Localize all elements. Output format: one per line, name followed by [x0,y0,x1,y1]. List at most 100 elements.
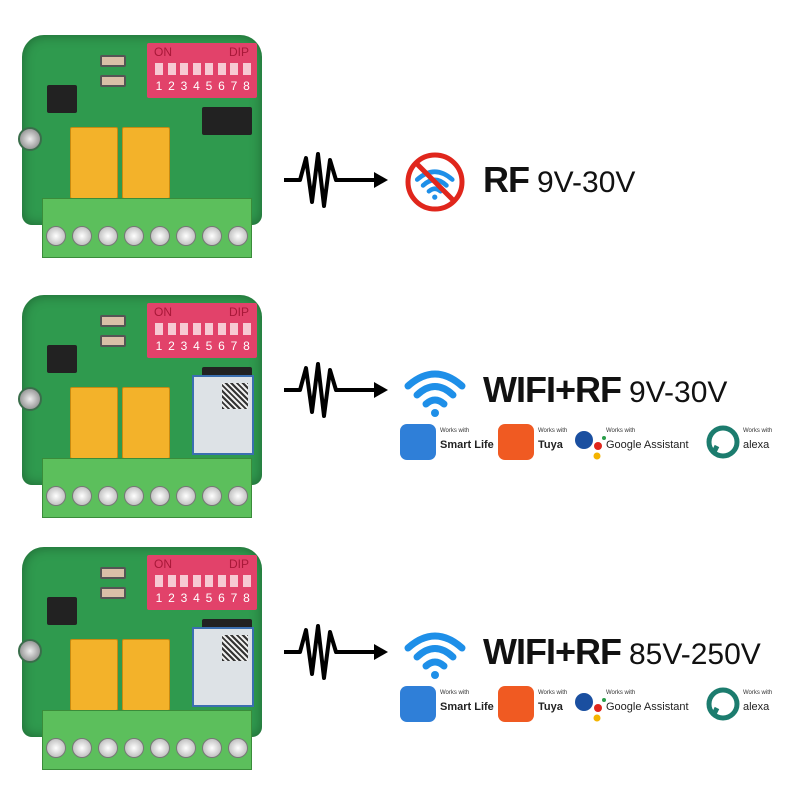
regulator-chip [47,345,77,373]
dip-number: 6 [218,591,225,605]
dip-number: 5 [205,339,213,353]
dip-number: 7 [230,79,238,93]
terminal-screw [150,738,170,758]
tuya-icon [498,686,534,722]
terminal-screw [124,738,144,758]
terminal-screw [46,486,66,506]
screw-terminal [42,710,252,770]
dip-number: 4 [193,339,200,353]
badge-name: Smart Life [440,701,494,713]
works-with-label: Works with [606,690,636,696]
voltage-range: 9V-30V [628,376,728,409]
learn-button-1 [100,315,126,327]
dip-number: 3 [180,339,188,353]
voltage-range: 9V-30V [537,166,636,199]
dip-on-label: ON [154,557,172,571]
wifi-icon [404,632,466,679]
dip-switch-toggle [192,323,201,335]
dip-switch-toggle [205,323,213,335]
rf-signal-arrow-icon [284,152,388,208]
terminal-screw [202,738,222,758]
dip-switch-toggle [205,63,213,75]
wifi-module [192,627,254,707]
dip-switch-toggle [167,63,176,75]
dip-number: 2 [168,591,175,605]
terminal-screw [202,226,222,246]
dip-switch-toggle [242,575,251,587]
dip-switch-toggle [192,63,201,75]
dip-on-label: ON [154,305,172,319]
smart-life-icon [400,424,436,460]
dip-number: 5 [205,591,213,605]
dip-switch-toggle [180,575,188,587]
badge-name: Google Assistant [606,439,689,451]
dip-on-label: ON [154,45,172,59]
relay-1 [70,127,118,199]
tuya-icon [498,424,534,460]
works-with-label: Works with [538,690,568,696]
mcu-chip [202,107,252,135]
works-with-label: Works with [538,428,568,434]
rf-signal-arrow-icon [284,624,388,680]
dip-number: 8 [243,591,250,605]
dip-switch-toggle [155,323,163,335]
terminal-screw [98,738,118,758]
learn-button-1 [100,567,126,579]
terminal-screw [228,486,248,506]
dip-switch-toggle [230,323,238,335]
dip-number: 4 [193,591,200,605]
mode-name: RF [483,159,530,200]
learn-button-2 [100,587,126,599]
works-with-label: Works with [743,428,773,434]
no-wifi-icon [405,152,465,212]
terminal-screw [72,738,92,758]
badge-name: Tuya [538,701,563,713]
screw-terminal [42,198,252,258]
learn-button-1 [100,55,126,67]
terminal-screw [150,486,170,506]
dip-switch-toggle [192,575,201,587]
dip-number: 5 [205,79,213,93]
terminal-screw [202,486,222,506]
dip-number: 1 [155,591,163,605]
dip-number: 1 [155,79,163,93]
learn-button-2 [100,335,126,347]
wifi-module [192,375,254,455]
dip-label: DIP [228,557,249,571]
terminal-screw [176,486,196,506]
capacitor [18,387,42,411]
dip-switch-toggle [155,575,163,587]
dip-label: DIP [228,45,249,59]
dip-switch-toggle [217,323,226,335]
dip-switch-toggle [180,323,188,335]
smart-life-icon [400,686,436,722]
badge-name: Tuya [538,439,563,451]
dip-number: 2 [168,339,175,353]
dip-number: 4 [193,79,200,93]
dip-switch-toggle [242,63,251,75]
relay-2 [122,639,170,711]
dip-switch-toggle [217,575,226,587]
dip-number: 3 [180,79,188,93]
terminal-screw [46,226,66,246]
terminal-screw [124,486,144,506]
learn-button-2 [100,75,126,87]
capacitor [18,639,42,663]
works-with-label: Works with [606,428,636,434]
terminal-screw [176,226,196,246]
dip-switch-toggle [167,575,176,587]
dip-switch-toggle [242,323,251,335]
badge-name: alexa [743,701,770,713]
dip-number: 2 [168,79,175,93]
terminal-screw [72,226,92,246]
rf-signal-arrow-icon [284,362,388,418]
